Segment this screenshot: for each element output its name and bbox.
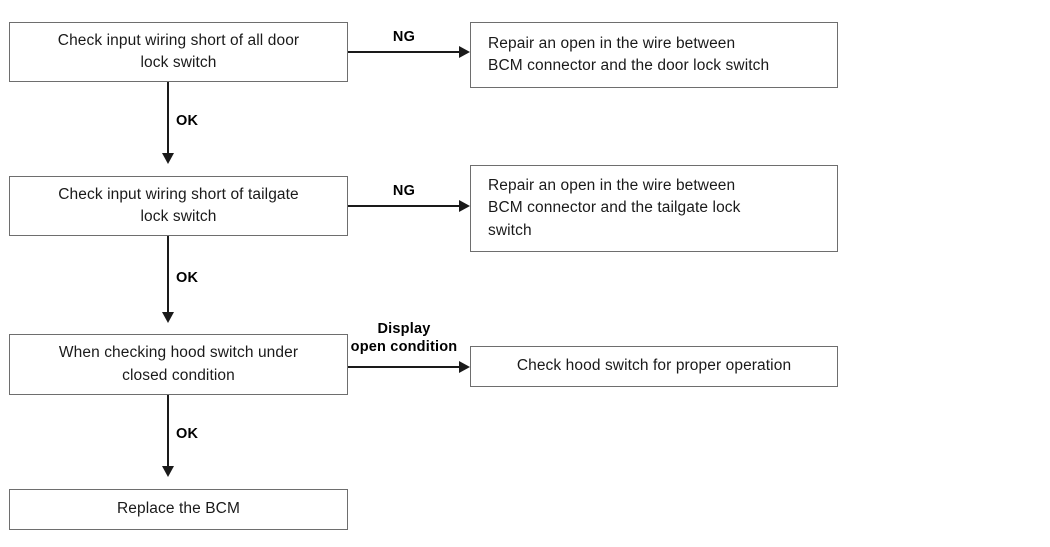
node-repair-door-lock[interactable]: Repair an open in the wire between BCM c… bbox=[470, 22, 838, 88]
node-repair-tailgate-lock-label: Repair an open in the wire between BCM c… bbox=[488, 176, 741, 239]
edge-label-hood-ok: OK bbox=[176, 426, 199, 442]
edge-hood-display-open-line bbox=[348, 366, 460, 368]
edge-tailgate-ok-arrowhead bbox=[162, 312, 174, 323]
edge-label-hood-display-open: Display open condition bbox=[350, 321, 458, 356]
node-repair-tailgate-lock[interactable]: Repair an open in the wire between BCM c… bbox=[470, 165, 838, 252]
node-check-tailgate-lock[interactable]: Check input wiring short of tailgate loc… bbox=[9, 176, 348, 236]
node-check-hood-switch[interactable]: When checking hood switch under closed c… bbox=[9, 334, 348, 395]
edge-hood-display-open-arrowhead bbox=[459, 361, 470, 373]
edge-label-tailgate-ng: NG bbox=[392, 183, 416, 199]
node-check-hood-switch-label: When checking hood switch under closed c… bbox=[58, 344, 299, 384]
node-repair-door-lock-label: Repair an open in the wire between BCM c… bbox=[488, 34, 770, 74]
edge-label-door-lock-ng: NG bbox=[392, 29, 416, 45]
edge-door-lock-ok-arrowhead bbox=[162, 153, 174, 164]
edge-door-lock-ok-line bbox=[167, 82, 169, 154]
node-check-door-lock-label: Check input wiring short of all door loc… bbox=[57, 31, 300, 71]
node-check-tailgate-lock-label: Check input wiring short of tailgate loc… bbox=[58, 185, 299, 225]
edge-label-door-lock-ok: OK bbox=[176, 113, 199, 129]
node-check-door-lock[interactable]: Check input wiring short of all door loc… bbox=[9, 22, 348, 82]
edge-tailgate-ok-line bbox=[167, 236, 169, 313]
edge-door-lock-ng-arrowhead bbox=[459, 46, 470, 58]
node-replace-bcm[interactable]: Replace the BCM bbox=[9, 489, 348, 530]
node-check-hood-operation-label: Check hood switch for proper operation bbox=[516, 357, 792, 375]
edge-hood-ok-arrowhead bbox=[162, 466, 174, 477]
edge-label-tailgate-ok: OK bbox=[176, 270, 199, 286]
edge-door-lock-ng-line bbox=[348, 51, 460, 53]
edge-tailgate-ng-line bbox=[348, 205, 460, 207]
edge-hood-ok-line bbox=[167, 395, 169, 467]
node-check-hood-operation[interactable]: Check hood switch for proper operation bbox=[470, 346, 838, 387]
edge-tailgate-ng-arrowhead bbox=[459, 200, 470, 212]
node-replace-bcm-label: Replace the BCM bbox=[117, 500, 240, 518]
